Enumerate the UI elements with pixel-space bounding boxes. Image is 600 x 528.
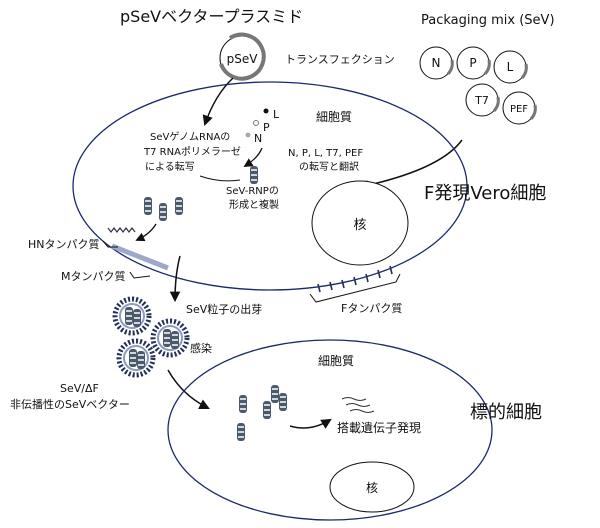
- virus-name-line-1: SeV/ΔF: [60, 382, 99, 395]
- lpn-legend: L P N: [245, 108, 280, 145]
- expression-arrow: [289, 418, 332, 429]
- protein-n: N: [419, 46, 454, 80]
- hn-bracket: [102, 240, 118, 248]
- p-dot: [253, 120, 259, 126]
- protein-t7-label: T7: [474, 94, 489, 107]
- budding-arrow: [169, 255, 181, 303]
- packaging-title: Packaging mix (SeV): [421, 13, 555, 28]
- transcription-line-1: SeVゲノムRNAの: [150, 131, 230, 143]
- transfection-label: トランスフェクション: [285, 53, 395, 66]
- producer-nucleus-label: 核: [353, 218, 366, 233]
- translation-line-1: N, P, L, T7, PEF: [288, 148, 363, 159]
- legend-l: L: [273, 108, 280, 121]
- protein-n-label: N: [432, 56, 441, 70]
- protein-l: L: [493, 50, 528, 84]
- virus-particles: [112, 296, 190, 378]
- target-cell-title: 標的細胞: [470, 402, 542, 423]
- translation-line-2: の転写と翻訳: [299, 160, 359, 173]
- legend-p: P: [263, 121, 270, 134]
- legend-n: N: [254, 132, 262, 145]
- producer-cytoplasm-label: 細胞質: [316, 109, 352, 124]
- packaging-proteins: N P L T7 PEF: [419, 46, 537, 125]
- rnp-single: [250, 166, 258, 184]
- expressed-protein-strands: [341, 397, 375, 413]
- plasmid-circle: pSeV: [219, 32, 266, 81]
- target-nucleus: [329, 461, 415, 513]
- hn-label: HNタンパク質: [28, 237, 100, 251]
- protein-pef-label: PEF: [510, 104, 528, 115]
- infection-label: 感染: [190, 341, 212, 355]
- rnp-cluster: [144, 197, 183, 221]
- protein-p-label: P: [469, 56, 476, 70]
- target-cytoplasm-label: 細胞質: [318, 353, 354, 368]
- producer-cell-title: F発現Vero細胞: [424, 183, 546, 204]
- hn-proteins: [107, 227, 136, 233]
- budding-label: SeV粒子の出芽: [186, 302, 262, 316]
- m-protein-layer: [111, 243, 169, 271]
- f-label: Fタンパク質: [341, 301, 402, 315]
- lpn-arrow: [243, 147, 263, 167]
- m-label: Mタンパク質: [61, 269, 126, 283]
- expression-label: 搭載遺伝子発現: [337, 420, 421, 435]
- protein-l-label: L: [507, 60, 514, 74]
- packaging-arrow: [357, 139, 463, 191]
- target-nucleus-label: 核: [366, 481, 378, 495]
- virus-name-line-2: 非伝播性のSeVベクター: [10, 397, 130, 411]
- virus-particle: [112, 296, 152, 336]
- plasmid-title: pSeVベクタープラスミド: [120, 7, 303, 26]
- transcription-line-3: による転写: [145, 161, 195, 173]
- target-cell-membrane: [167, 339, 493, 521]
- infection-arrow: [167, 369, 210, 409]
- producer-nucleus: [311, 180, 409, 266]
- f-bracket: [309, 273, 401, 303]
- rna-strand: [199, 175, 241, 182]
- rnp-line-1: SeV-RNPの: [226, 186, 279, 197]
- transcription-text: SeVゲノムRNAの T7 RNAポリメラーゼ による転写: [143, 131, 241, 173]
- n-dot: [245, 132, 251, 138]
- virus-particle: [116, 338, 156, 378]
- protein-t7: T7: [465, 83, 500, 117]
- m-bracket: [129, 271, 151, 279]
- rnp-line-2: 形成と複製: [229, 198, 279, 211]
- producer-cell-membrane: [72, 81, 468, 291]
- plasmid-arrow: [202, 77, 234, 126]
- target-rnp-cluster: [237, 385, 287, 441]
- rnp-to-membrane-arrow: [135, 223, 157, 242]
- protein-p: P: [456, 46, 491, 80]
- transcription-line-2: T7 RNAポリメラーゼ: [143, 146, 241, 158]
- l-dot: [263, 108, 269, 114]
- plasmid-label: pSeV: [227, 52, 259, 66]
- f-proteins: [317, 265, 393, 293]
- protein-pef: PEF: [502, 91, 537, 125]
- virus-particle: [150, 318, 190, 358]
